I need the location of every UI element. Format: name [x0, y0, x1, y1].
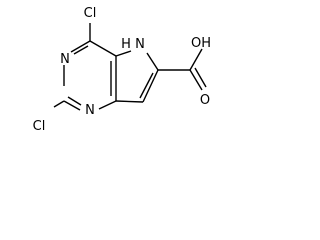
bond-c6-c7-inner [139, 72, 154, 99]
atom-n-ring-bottom: N [85, 103, 95, 118]
atom-n-ring-top: N [60, 52, 70, 67]
bond-c4-n3 [70, 40, 91, 53]
bond-c2-n1-inner [67, 96, 82, 106]
bond-c4a-c4 [89, 40, 117, 57]
bond-c-o [189, 69, 203, 91]
atom-n-pyrrole: N [135, 37, 145, 52]
atom-labels: Cl N H N Cl N OH O [33, 6, 211, 134]
atom-oh: OH [191, 36, 211, 51]
bonds [53, 23, 207, 111]
atom-cl-bottom: Cl [33, 119, 46, 134]
bond-c2-n1 [63, 100, 81, 111]
bond-n5-c6 [146, 52, 159, 71]
bond-c7-c7a [115, 100, 144, 103]
bond-c2-cl [53, 100, 65, 108]
chemical-structure-canvas: Cl N H N Cl N OH O [0, 0, 258, 138]
bond-n1-c7a [98, 100, 117, 110]
bond-c-o-inner [194, 67, 207, 88]
atom-cl-top: Cl [84, 6, 97, 21]
bond-c4a-n5 [115, 50, 132, 57]
bond-c6-c7 [142, 69, 159, 103]
bond-c4-n3-inner [73, 45, 89, 55]
bond-c-oh [189, 48, 203, 71]
molecule-drawing: Cl N H N Cl N OH O [33, 6, 211, 134]
atom-h-pyrrole: H [121, 37, 131, 52]
atom-o-carbonyl: O [200, 93, 210, 108]
